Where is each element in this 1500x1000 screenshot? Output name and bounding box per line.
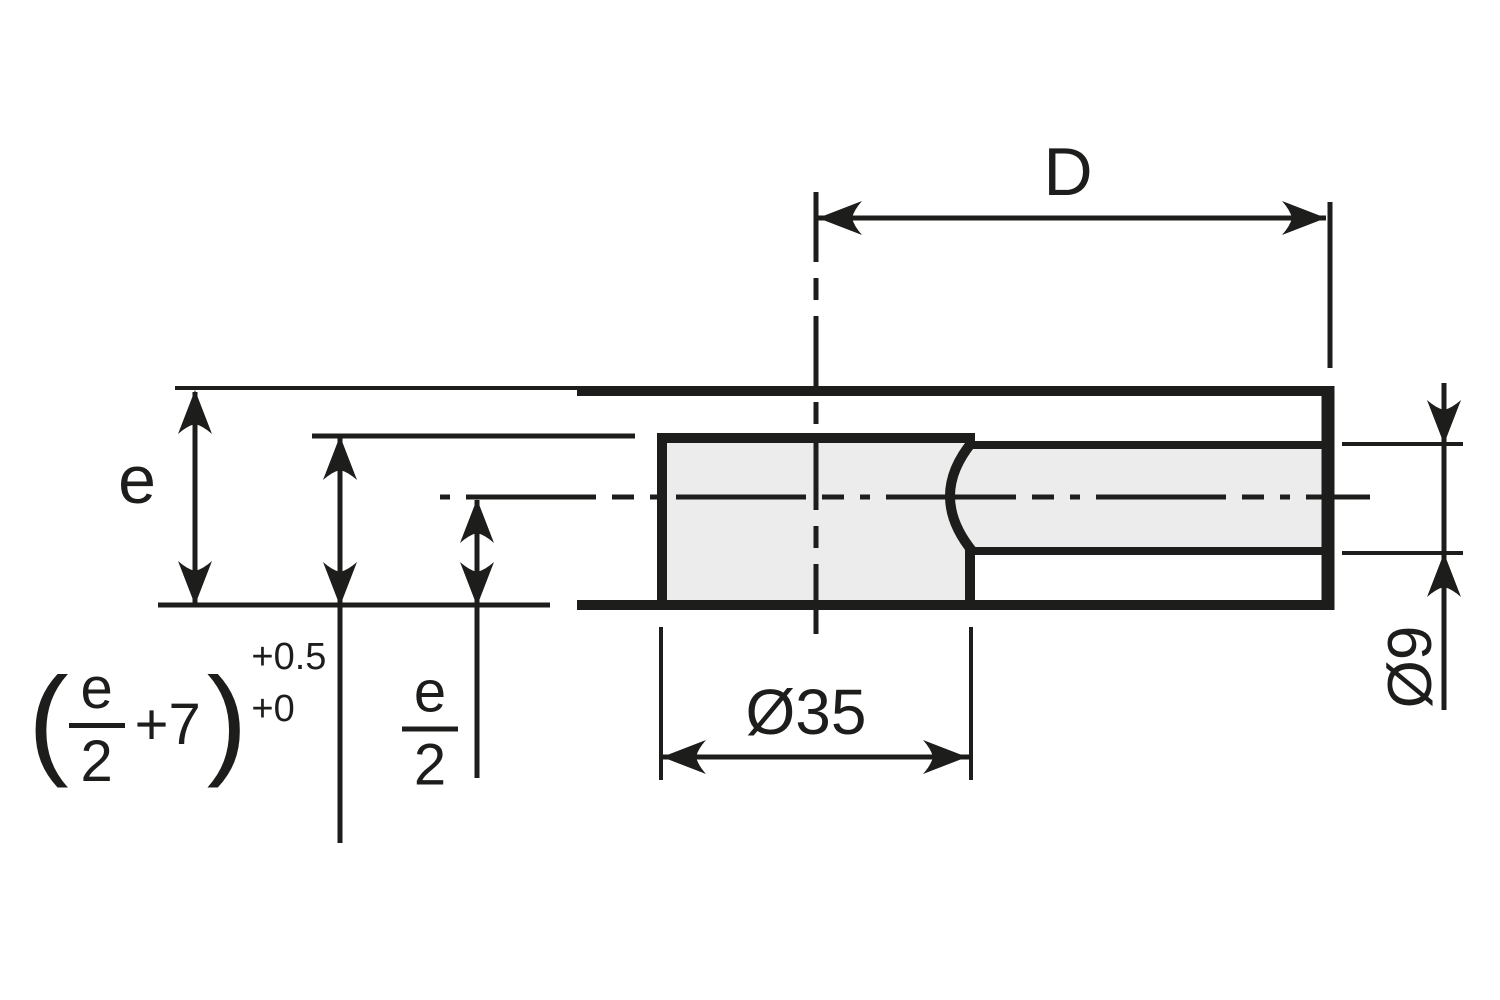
arrowhead-dia9-bottom xyxy=(1427,553,1461,597)
dim-label-d: D xyxy=(1043,134,1093,210)
formula-numerator: e xyxy=(80,655,113,721)
arrowhead-dia9-top xyxy=(1427,400,1461,444)
formula-tolerance-upper: +0.5 xyxy=(251,636,327,678)
arrowhead-e-half-bottom xyxy=(460,562,494,606)
arrowhead-dia35-left xyxy=(662,740,706,774)
arrowhead-d-right xyxy=(1282,201,1326,235)
arrowhead-e2plus7-bottom xyxy=(323,562,357,606)
dim-label-e: e xyxy=(118,442,156,518)
formula-tolerance: +0.5 +0 xyxy=(251,638,326,728)
arrowhead-e-top xyxy=(178,390,212,434)
arrowhead-d-left xyxy=(818,201,862,235)
formula-denominator: 2 xyxy=(80,728,113,794)
arrowhead-e-bottom xyxy=(178,561,212,605)
formula-fraction: e 2 xyxy=(68,655,125,794)
e-half-fraction-bar xyxy=(402,726,458,732)
e-half-numerator: e xyxy=(413,659,447,725)
arrowheads xyxy=(178,201,1461,774)
formula-plus-term: +7 xyxy=(134,692,201,757)
arrowhead-e2plus7-top xyxy=(323,436,357,480)
dim-label-e-half: e 2 xyxy=(402,661,458,798)
formula-tolerance-lower: +0 xyxy=(251,688,295,730)
dim-label-formula: ( e 2 +7 ) +0.5 +0 xyxy=(28,638,326,800)
formula-open-paren: ( xyxy=(28,652,69,789)
formula-close-paren: ) xyxy=(206,652,248,789)
formula-fraction-bar xyxy=(68,722,125,728)
arrowhead-dia35-right xyxy=(923,740,967,774)
dim-label-dia35: Ø35 xyxy=(745,676,867,748)
arrowhead-e-half-top xyxy=(460,499,494,543)
dim-label-dia9: Ø9 xyxy=(1376,625,1445,709)
e-half-denominator: 2 xyxy=(413,732,447,798)
